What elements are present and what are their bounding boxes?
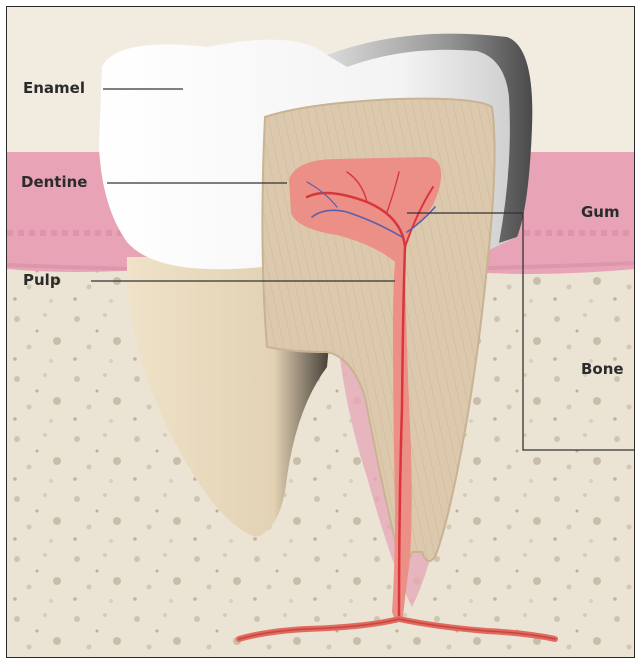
tooth-cross-section-illustration — [7, 7, 635, 658]
pulp-label: Pulp — [23, 271, 61, 289]
dentine-label: Dentine — [21, 173, 87, 191]
gum-label: Gum — [581, 203, 620, 221]
diagram-frame: Enamel Dentine Pulp Gum Bone — [6, 6, 635, 658]
enamel-label: Enamel — [23, 79, 85, 97]
bone-label: Bone — [581, 360, 624, 378]
